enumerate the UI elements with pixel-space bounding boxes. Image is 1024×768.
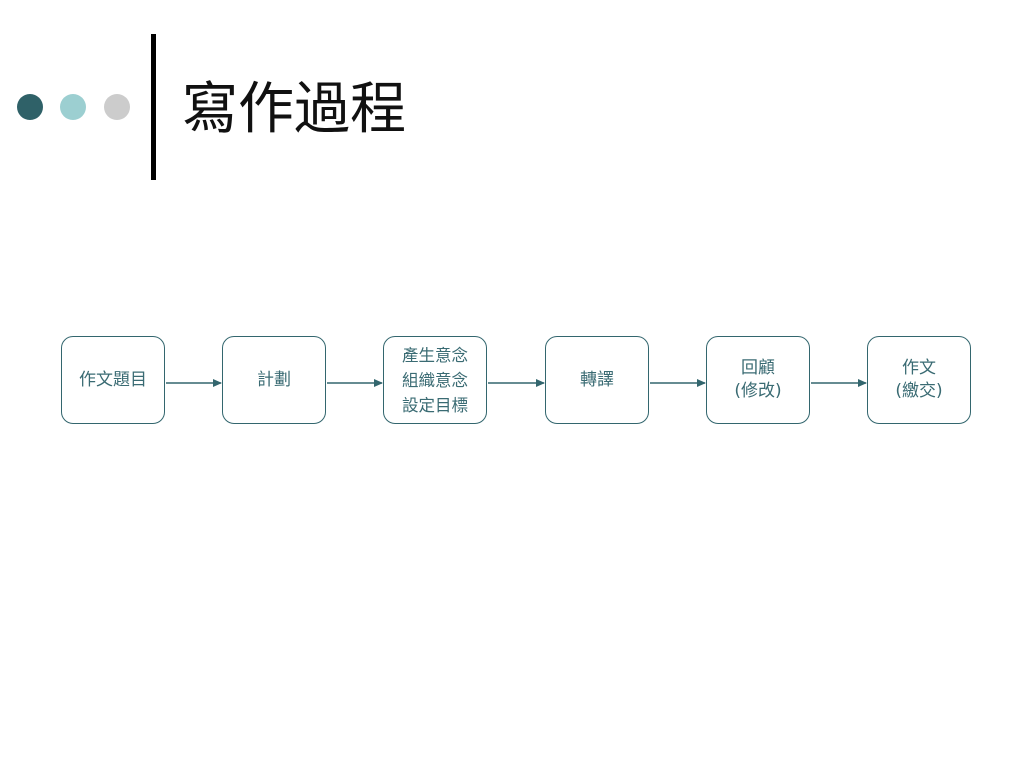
step-label: 回顧 (修改)	[734, 358, 782, 401]
step-planning: 計劃	[222, 336, 326, 424]
step-label: 作文 (繳交)	[895, 358, 943, 401]
step-label: 轉譯	[580, 369, 614, 390]
bullet-dot-light	[60, 94, 86, 120]
bullet-dot-grey	[104, 94, 130, 120]
step-ideas: 產生意念 組織意念 設定目標	[383, 336, 487, 424]
step-reviewing: 回顧 (修改)	[706, 336, 810, 424]
step-topic: 作文題目	[61, 336, 165, 424]
step-translating: 轉譯	[545, 336, 649, 424]
step-label: 計劃	[257, 369, 291, 390]
title-divider	[151, 34, 156, 180]
step-label: 作文題目	[79, 369, 147, 390]
step-composition: 作文 (繳交)	[867, 336, 971, 424]
bullet-dot-dark	[17, 94, 43, 120]
slide-title: 寫作過程	[182, 77, 406, 142]
step-label: 產生意念 組織意念 設定目標	[402, 345, 468, 415]
